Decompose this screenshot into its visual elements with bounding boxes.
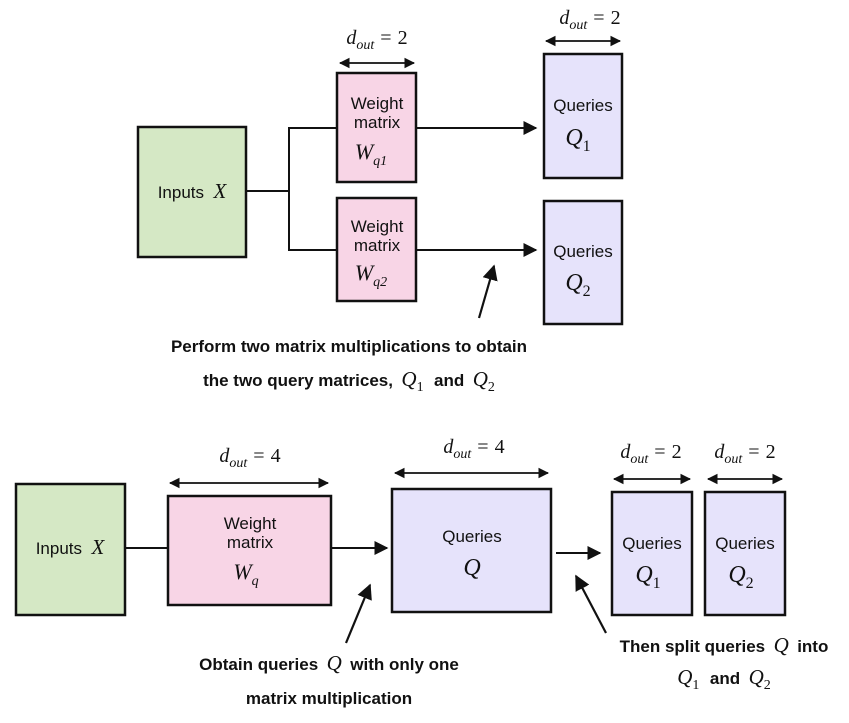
top-queries-q1: Queries Q1 [542,52,624,180]
split-q1-label: Queries [622,534,682,553]
top-w1-line2: matrix [354,113,401,132]
split-queries-q1: Queries Q1 [610,490,694,617]
top-w2-line1: Weight [351,217,404,236]
top-inputs-label: Inputs [158,183,204,202]
top-q1-label: Queries [553,96,613,115]
bottom-w-var: Wq [233,559,258,589]
bottom-w-dout-label: dout=4 [219,445,280,471]
bottom-weight-matrix: Weight matrix Wq [166,494,333,607]
top-branch-line-1 [246,127,337,192]
top-w1-line1: Weight [351,94,404,113]
top-q2-label: Queries [553,242,613,261]
bottom-right-caption-line1: Then split queries Q into [620,633,829,657]
top-callout-arrow [477,264,498,319]
bottom-inputs-box: Inputs X [14,482,127,617]
top-caption-line2: the two query matrices, Q1 and Q2 [203,367,495,395]
top-weight-matrix-1: Weight matrix Wq1 [335,71,418,184]
split-queries-q2: Queries Q2 [703,490,787,617]
split-q1-var: Q1 [635,562,660,592]
top-queries-q2: Queries Q2 [542,199,624,326]
bottom-inputs-var: X [90,535,105,559]
top-inputs-box: Inputs X [136,125,248,259]
bottom-q-label: Queries [442,527,502,546]
bottom-q-dout-label: dout=4 [443,436,504,462]
bottom-left-caption-line2: matrix multiplication [246,689,412,708]
split-q2-dout-label: dout=2 [714,441,775,467]
bottom-diagram: Inputs X dout=4 Weight matrix Wq dout=4 [14,436,829,708]
bottom-q-var: Q [463,555,480,581]
top-w-dout-label: dout=2 [346,27,407,53]
bottom-w-line1: Weight [224,514,277,533]
bottom-inputs-label: Inputs [36,539,82,558]
bottom-right-caption-line2: Q1 and Q2 [677,665,770,693]
split-q2-label: Queries [715,534,775,553]
top-caption-line1: Perform two matrix multiplications to ob… [171,337,527,356]
top-weight-matrix-2: Weight matrix Wq2 [335,196,418,303]
svg-text:Inputs X: Inputs X [36,535,106,559]
top-diagram: Inputs X dout=2 Weight matrix Wq1 Weight… [136,7,624,395]
top-w1-var: Wq1 [355,139,387,169]
svg-text:Inputs X: Inputs X [158,179,228,203]
top-w2-line2: matrix [354,236,401,255]
bottom-left-callout-arrow [344,583,372,644]
top-q-dout-label: dout=2 [559,7,620,33]
bottom-queries-q: Queries Q [390,487,553,614]
top-inputs-var: X [212,179,227,203]
split-q2-var: Q2 [728,562,753,592]
top-branch-line-2 [288,191,337,251]
bottom-right-callout-arrow [575,574,607,634]
bottom-left-caption-line1: Obtain queries Q with only one [199,651,459,675]
bottom-w-line2: matrix [227,533,274,552]
top-q1-var: Q1 [565,125,590,155]
top-w2-var: Wq2 [355,260,387,290]
top-q2-var: Q2 [565,270,590,300]
split-q1-dout-label: dout=2 [620,441,681,467]
